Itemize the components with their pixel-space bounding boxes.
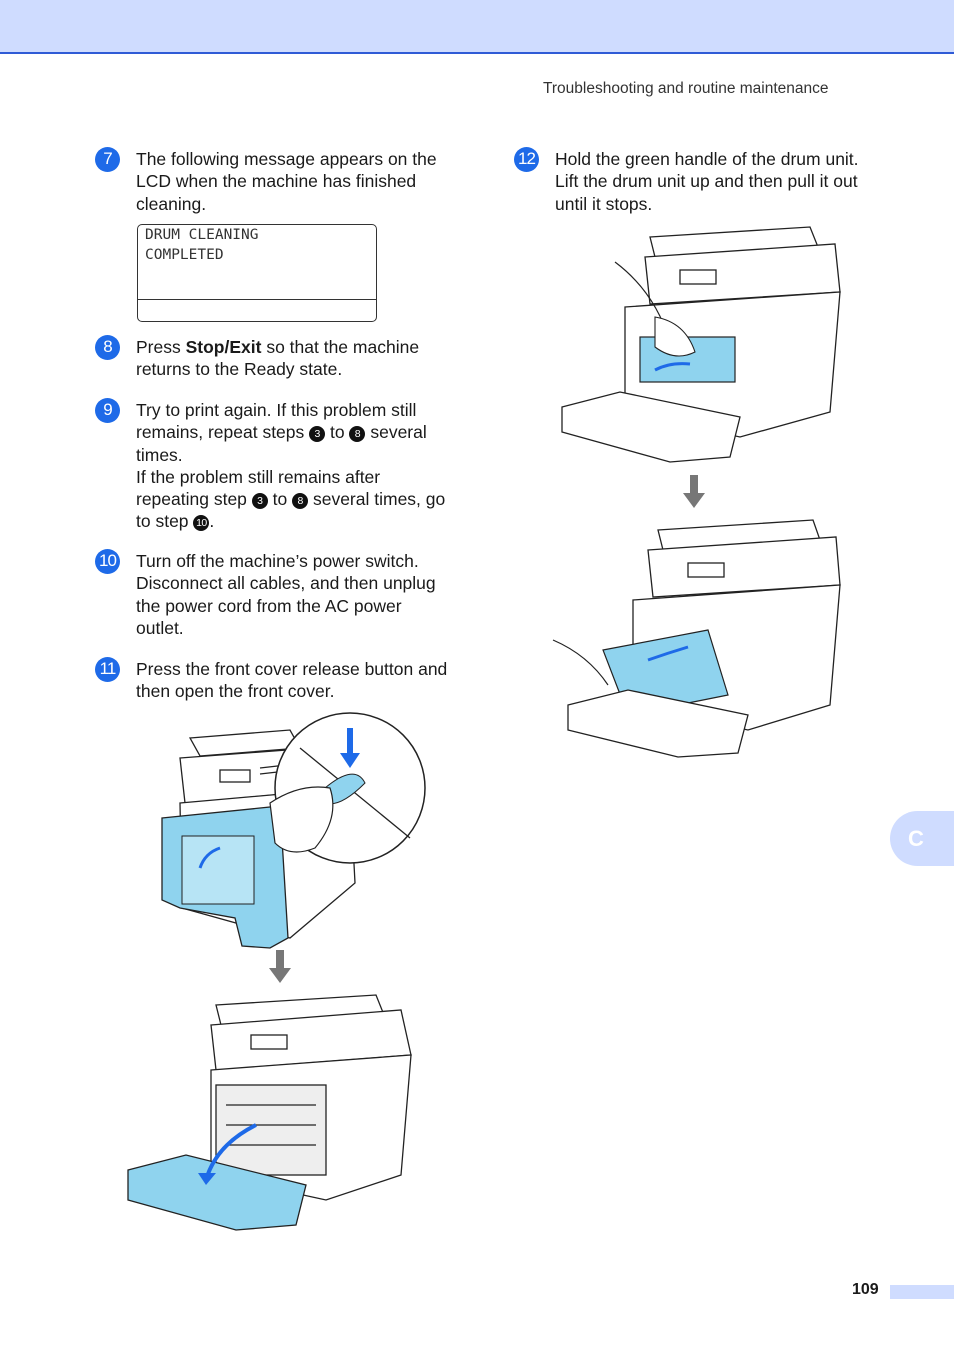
step-text-line: returns to the Ready state. [136, 359, 343, 380]
lcd-line-1: DRUM CLEANING [145, 227, 259, 243]
printer-cover-closed-illustration [161, 712, 426, 949]
step-text-line: LCD when the machine has finished [136, 171, 417, 192]
step-number-badge: 10 [95, 549, 120, 574]
step-number-badge: 11 [95, 657, 120, 682]
stop-exit-key: Stop/Exit [185, 337, 262, 357]
running-header: Troubleshooting and routine maintenance [543, 80, 829, 97]
step-text-line: then open the front cover. [136, 681, 335, 702]
step-text-line: times. [136, 444, 183, 465]
step-number-badge: 7 [95, 147, 120, 172]
step-text-line: Lift the drum unit up and then pull it o… [555, 171, 858, 192]
chapter-tab: C [890, 811, 954, 866]
step-12: 12 Hold the green handle of the drum uni… [514, 147, 885, 215]
step-11: 11 Press the front cover release button … [95, 657, 466, 703]
step-text-line: The following message appears on the [136, 149, 437, 169]
step-text-line: Turn off the machine’s power switch. [136, 551, 419, 571]
step-text-line: Press the front cover release button and [136, 659, 448, 679]
step-text-line: the power cord from the AC power [136, 595, 402, 616]
step-text-line: Try to print again. If this problem stil… [136, 400, 417, 420]
step-ref-badge: 3 [309, 426, 326, 443]
step-text-line: remains, repeat steps 3 to 8 several [136, 422, 427, 443]
step-ref-badge: 8 [349, 426, 366, 443]
lcd-line-2: COMPLETED [145, 246, 224, 263]
lcd-message-box: DRUM CLEANING COMPLETED [137, 224, 377, 322]
drum-pull-illustration [552, 519, 841, 758]
page-number-bar [890, 1285, 954, 1299]
step-ref-badge: 3 [251, 493, 268, 510]
down-arrow-icon [683, 475, 705, 508]
step-8: 8 Press Stop/Exit so that the machine re… [95, 335, 466, 381]
step-text-line: until it stops. [555, 193, 653, 214]
printer-cover-open-illustration [127, 994, 412, 1231]
step-text-line: outlet. [136, 617, 184, 638]
step-text-line: cleaning. [136, 193, 207, 214]
step-number-badge: 9 [95, 398, 120, 423]
step-9: 9 Try to print again. If this problem st… [95, 398, 466, 533]
step-text-line: Press Stop/Exit so that the machine [136, 337, 420, 357]
drum-lift-illustration [561, 226, 841, 463]
step-10: 10 Turn off the machine’s power switch. … [95, 549, 466, 639]
lcd-divider [138, 299, 376, 300]
step-7: 7 The following message appears on the L… [95, 147, 466, 215]
step-number-badge: 8 [95, 335, 120, 360]
step-number-badge: 12 [514, 147, 539, 172]
down-arrow-icon [269, 950, 291, 983]
step-text-line: Disconnect all cables, and then unplug [136, 573, 436, 594]
step-text-line: repeating step 3 to 8 several times, go [136, 489, 446, 510]
top-band [0, 0, 954, 54]
page-number: 109 [852, 1281, 879, 1298]
step-ref-badge: 8 [292, 493, 309, 510]
step-ref-badge: 10 [193, 515, 210, 532]
step-text-line: Hold the green handle of the drum unit. [555, 149, 859, 169]
step-text-line: If the problem still remains after [136, 466, 381, 487]
step-text-line: to step 10. [136, 511, 215, 532]
